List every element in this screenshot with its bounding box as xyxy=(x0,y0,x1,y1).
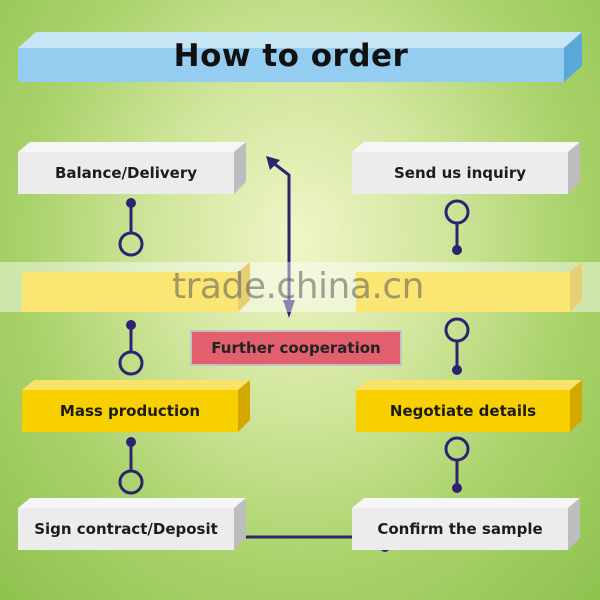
step-confirm-sample-shape xyxy=(352,498,580,550)
step-negotiate-details: Negotiate details xyxy=(356,380,582,432)
title-banner xyxy=(18,16,582,82)
step-send-inquiry-label: Send us inquiry xyxy=(394,164,526,182)
yellow-box-right-empty xyxy=(356,262,582,312)
watermark-band xyxy=(0,262,600,312)
step-sign-contract: Sign contract/Deposit xyxy=(18,498,246,550)
step-confirm-sample: Confirm the sample xyxy=(352,498,580,550)
step-balance-delivery-label: Balance/Delivery xyxy=(54,164,198,182)
step-confirm-sample-label: Confirm the sample xyxy=(377,520,543,538)
step-sign-contract-label: Sign contract/Deposit xyxy=(34,520,218,538)
step-balance-delivery-shape xyxy=(18,142,246,194)
step-sign-contract-shape xyxy=(18,498,246,550)
step-further-cooperation: Further cooperation xyxy=(190,330,402,366)
step-negotiate-details-shape xyxy=(356,380,582,432)
yellow-box-left-empty xyxy=(22,262,250,312)
step-mass-production: Mass production xyxy=(22,380,250,432)
step-mass-production-label: Mass production xyxy=(59,402,201,420)
step-send-inquiry-shape xyxy=(352,142,580,194)
title-banner-shape xyxy=(18,32,582,82)
page-title: How to order xyxy=(173,38,409,74)
watermark-text: trade.china.cn xyxy=(172,266,424,307)
step-negotiate-details-label: Negotiate details xyxy=(389,402,537,420)
yellow-box-left-empty-shape xyxy=(22,262,250,312)
yellow-box-right-empty-shape xyxy=(356,262,582,312)
step-balance-delivery: Balance/Delivery xyxy=(18,142,246,194)
step-send-inquiry: Send us inquiry xyxy=(352,142,580,194)
step-mass-production-shape xyxy=(22,380,250,432)
